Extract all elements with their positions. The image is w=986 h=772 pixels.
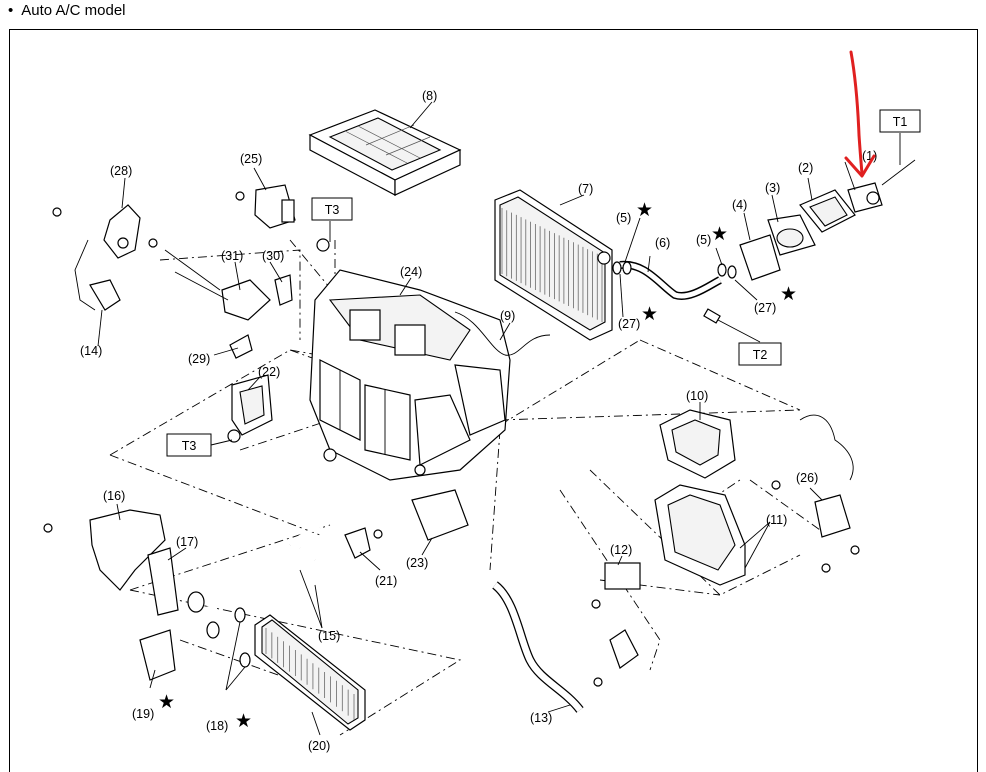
label-part-4: (4) [732, 198, 747, 212]
label-part-18: (18) [206, 719, 228, 733]
heading-bullet: • [8, 2, 14, 19]
label-part-24: (24) [400, 265, 422, 279]
star-mark: ★ [235, 711, 252, 732]
label-part-26: (26) [796, 471, 818, 485]
label-part-12: (12) [610, 543, 632, 557]
star-mark: ★ [158, 692, 175, 713]
label-part-8: (8) [422, 89, 437, 103]
label-part-17: (17) [176, 535, 198, 549]
star-mark: ★ [641, 304, 658, 325]
torque-label-t3a: T3 [325, 203, 340, 217]
diagram-frame [9, 29, 978, 772]
part-20-heater-core [254, 614, 366, 731]
label-part-27a: (27) [618, 317, 640, 331]
part-8-filter [308, 109, 462, 196]
torque-box-t1: T1 [879, 109, 921, 133]
label-part-6: (6) [655, 236, 670, 250]
heading-text: Auto A/C model [21, 2, 126, 19]
label-part-23: (23) [406, 556, 428, 570]
label-part-27b: (27) [754, 301, 776, 315]
label-part-30: (30) [262, 249, 284, 263]
torque-label-t1: T1 [893, 115, 908, 129]
label-part-21: (21) [375, 574, 397, 588]
label-part-31: (31) [221, 249, 243, 263]
torque-label-t3b: T3 [182, 439, 197, 453]
part-7-evaporator [494, 189, 613, 341]
part-13-drain-hose [491, 581, 584, 713]
part-15-pipes [187, 526, 331, 639]
part-labels: (1) (2) (3) (4) (5) (5) (6) (7) (8) (9) … [80, 89, 877, 753]
star-mark: ★ [780, 284, 797, 305]
page-heading: • Auto A/C model [8, 2, 126, 19]
label-part-11: (11) [766, 513, 787, 527]
leader-lines [97, 101, 901, 736]
label-part-9: (9) [500, 309, 515, 323]
star-mark: ★ [636, 200, 653, 221]
star-marks: ★ ★ ★ ★ ★ ★ [158, 200, 797, 732]
label-part-25: (25) [240, 152, 262, 166]
label-part-3: (3) [765, 181, 780, 195]
label-part-20: (20) [308, 739, 330, 753]
label-part-5a: (5) [616, 211, 631, 225]
label-part-5b: (5) [696, 233, 711, 247]
torque-box-t3-lower: T3 [166, 433, 212, 457]
red-arrow-annotation [844, 50, 876, 178]
label-part-10: (10) [686, 389, 708, 403]
label-part-16: (16) [103, 489, 125, 503]
torque-box-t2: T2 [738, 342, 782, 366]
star-mark: ★ [711, 224, 728, 245]
label-part-29: (29) [188, 352, 210, 366]
label-part-14: (14) [80, 344, 102, 358]
label-part-22: (22) [258, 365, 280, 379]
part-24-heater-unit [309, 269, 511, 481]
label-part-13: (13) [530, 711, 552, 725]
label-part-15: (15) [318, 629, 340, 643]
torque-label-t2: T2 [753, 348, 768, 362]
torque-box-t3-upper: T3 [311, 197, 353, 221]
label-part-2: (2) [798, 161, 813, 175]
part-10-11-duct [604, 409, 746, 669]
label-part-19: (19) [132, 707, 154, 721]
label-part-28: (28) [110, 164, 132, 178]
label-part-7: (7) [578, 182, 593, 196]
misc-parts [43, 159, 916, 687]
